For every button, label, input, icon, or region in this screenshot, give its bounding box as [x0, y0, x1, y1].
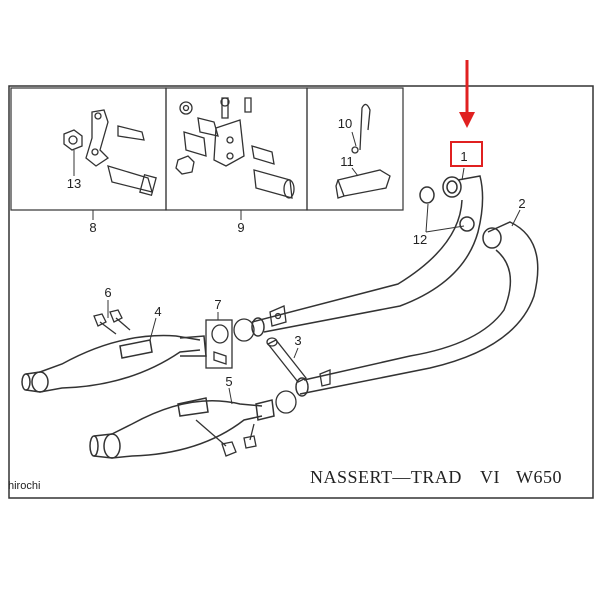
diagram-caption: NASSERT—TRAD: [310, 467, 462, 487]
callout-1: 1: [460, 149, 467, 164]
callout-13: 13: [67, 176, 81, 191]
exhaust-pipes: [251, 175, 539, 397]
callout-10: 10: [338, 116, 352, 131]
gasket-part-1: [419, 176, 475, 232]
muffler-upper: [21, 334, 207, 393]
clip-and-grease-tube: [335, 103, 391, 199]
callout-9: 9: [237, 220, 244, 235]
callout-2: 2: [518, 196, 525, 211]
bracket-assembly-8: [63, 109, 157, 197]
bracket-assembly-9: [175, 97, 295, 199]
diagram-caption-model: W650: [516, 467, 562, 487]
callout-4: 4: [154, 304, 161, 319]
callout-3: 3: [294, 333, 301, 348]
callout-5: 5: [225, 374, 232, 389]
highlight-arrow: [459, 60, 475, 128]
diagram-caption-roman: VI: [480, 467, 500, 487]
bolts-5-6: [93, 309, 257, 457]
highlight-box: [450, 141, 483, 167]
callout-8: 8: [89, 220, 96, 235]
diagram-frame: [8, 85, 594, 499]
clamp-7: [205, 318, 297, 414]
joint-pipe-3: [266, 305, 331, 387]
callout-11: 11: [340, 154, 354, 169]
callout-12: 12: [413, 232, 427, 247]
callout-7: 7: [214, 297, 221, 312]
watermark: hirochi: [8, 480, 41, 492]
muffler-lower: [89, 397, 275, 459]
inset-box-10-11: [306, 87, 404, 211]
callout-6: 6: [104, 285, 111, 300]
leader-lines: [73, 131, 521, 405]
